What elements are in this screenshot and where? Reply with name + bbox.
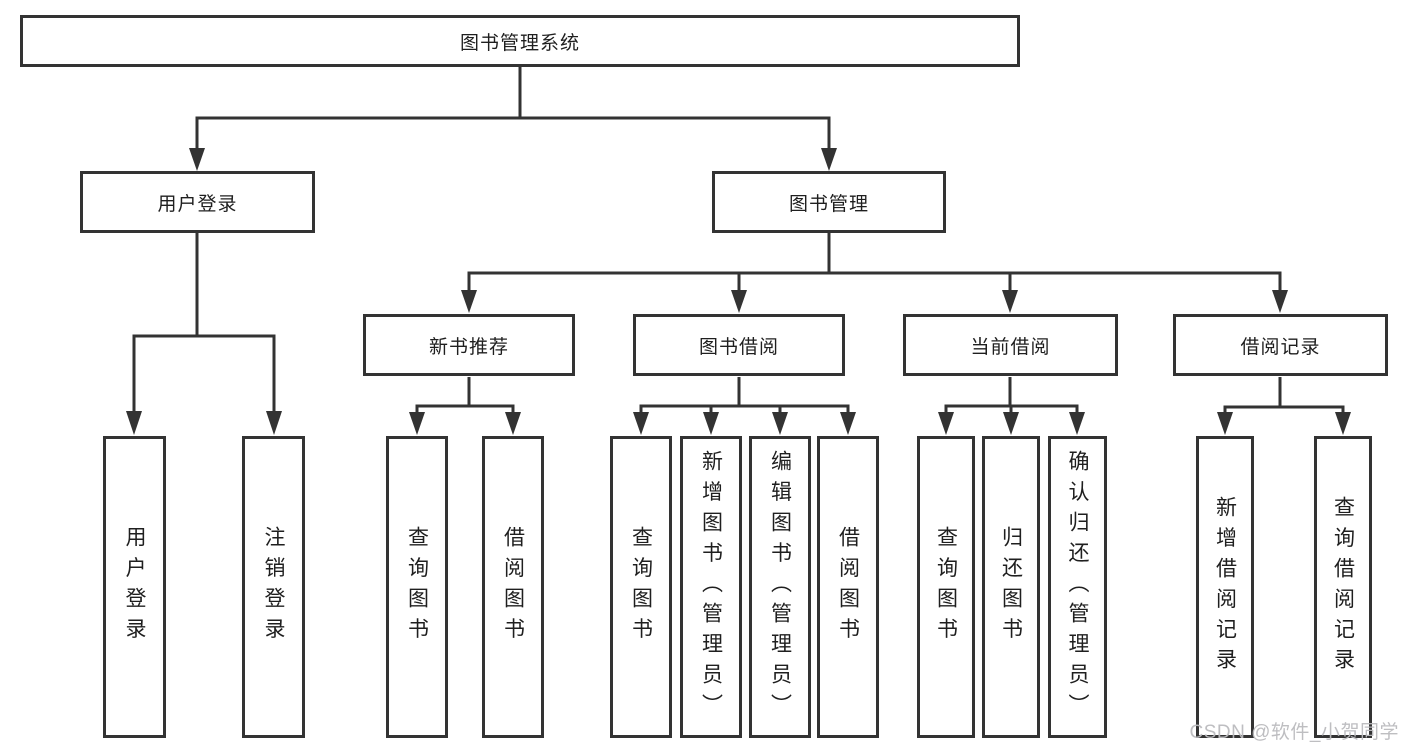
leaf-logout: 注销登录 <box>242 436 305 738</box>
leaf-user-login-label: 用户登录 <box>123 526 146 648</box>
leaf-logout-label: 注销登录 <box>262 526 285 648</box>
leaf-query-books-current: 查询图书 <box>917 436 975 738</box>
leaf-query-books-recommend-label: 查询图书 <box>405 526 429 648</box>
leaf-confirm-return-admin: 确认归还（管理员） <box>1048 436 1107 738</box>
node-user-login: 用户登录 <box>80 171 315 233</box>
node-new-book-recommend-label: 新书推荐 <box>428 336 509 358</box>
leaf-query-books-borrow-label: 查询图书 <box>629 526 653 648</box>
edge-root-to-level2 <box>189 66 837 171</box>
leaf-query-books-recommend: 查询图书 <box>386 436 448 738</box>
node-user-login-label: 用户登录 <box>157 193 238 215</box>
edge-user-login-to-leaves <box>126 233 282 435</box>
leaf-add-borrow-record-label: 新增借阅记录 <box>1213 495 1237 679</box>
leaf-query-borrow-record: 查询借阅记录 <box>1314 436 1372 738</box>
node-borrow-records: 借阅记录 <box>1173 314 1388 376</box>
leaf-edit-books-admin-label: 编辑图书（管理员） <box>768 449 792 725</box>
node-current-borrow: 当前借阅 <box>903 314 1118 376</box>
leaf-borrow-books-recommend: 借阅图书 <box>482 436 544 738</box>
node-book-borrow-label: 图书借阅 <box>698 336 779 358</box>
node-current-borrow-label: 当前借阅 <box>970 336 1051 358</box>
leaf-edit-books-admin: 编辑图书（管理员） <box>749 436 811 738</box>
node-root-label: 图书管理系统 <box>459 32 580 54</box>
leaf-add-borrow-record: 新增借阅记录 <box>1196 436 1254 738</box>
leaf-borrow-books: 借阅图书 <box>817 436 879 738</box>
leaf-add-books-admin: 新增图书（管理员） <box>680 436 742 738</box>
node-book-management: 图书管理 <box>712 171 946 233</box>
leaf-query-books-borrow: 查询图书 <box>610 436 672 738</box>
leaf-confirm-return-admin-label: 确认归还（管理员） <box>1066 449 1089 725</box>
node-borrow-records-label: 借阅记录 <box>1240 336 1321 358</box>
node-new-book-recommend: 新书推荐 <box>363 314 575 376</box>
leaf-borrow-books-label: 借阅图书 <box>836 526 860 648</box>
node-book-borrow: 图书借阅 <box>633 314 845 376</box>
edge-new-book-recommend-to-leaves <box>409 377 521 435</box>
leaf-query-books-current-label: 查询图书 <box>934 526 958 648</box>
leaf-return-books-label: 归还图书 <box>999 526 1023 648</box>
node-root-system: 图书管理系统 <box>20 15 1020 67</box>
leaf-borrow-books-recommend-label: 借阅图书 <box>501 526 525 648</box>
edge-book-borrow-to-leaves <box>633 377 856 435</box>
leaf-user-login: 用户登录 <box>103 436 166 738</box>
csdn-watermark: CSDN @软件_小贺同学 <box>1189 722 1399 743</box>
node-book-management-label: 图书管理 <box>788 193 869 215</box>
edge-book-management-to-level3 <box>461 233 1288 313</box>
leaf-query-borrow-record-label: 查询借阅记录 <box>1331 495 1355 679</box>
leaf-return-books: 归还图书 <box>982 436 1040 738</box>
edge-current-borrow-to-leaves <box>938 377 1085 435</box>
edge-borrow-records-to-leaves <box>1217 377 1351 435</box>
leaf-add-books-admin-label: 新增图书（管理员） <box>699 449 723 725</box>
